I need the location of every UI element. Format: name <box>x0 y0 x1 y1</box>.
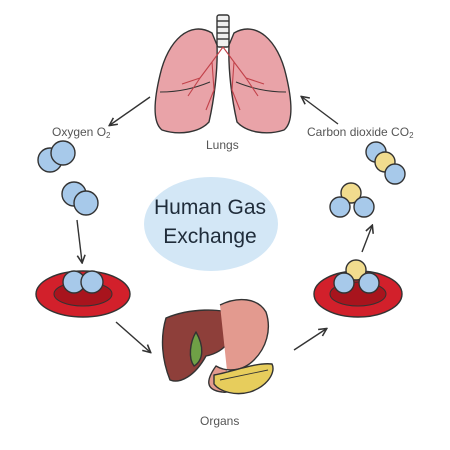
arrow-organs-to-blood <box>293 329 326 351</box>
oxygen-molecule-icon <box>37 140 99 216</box>
carbon-dioxide-label: Carbon dioxide CO2 <box>307 125 414 140</box>
red-blood-cell-icon <box>35 270 131 318</box>
arrow-blood-to-organs <box>115 321 150 352</box>
organs-icon <box>161 298 274 395</box>
lungs-icon <box>154 14 292 134</box>
title-ellipse <box>144 177 278 271</box>
title-line-1: Human Gas <box>153 196 267 219</box>
arrow-co2-to-lungs <box>302 97 339 125</box>
red-blood-cell-co2-icon <box>313 259 403 318</box>
carbon-dioxide-molecule-icon <box>329 141 406 218</box>
title-line-2: Exchange <box>163 225 257 248</box>
arrow-oxygen-to-blood <box>76 219 82 262</box>
organs-label: Organs <box>200 414 240 428</box>
oxygen-label: Oxygen O2 <box>52 125 111 140</box>
lungs-label: Lungs <box>206 138 239 152</box>
arrow-blood-to-co2 <box>361 226 372 253</box>
flow-arrows <box>76 96 372 352</box>
arrow-lungs-to-oxygen <box>110 96 151 125</box>
